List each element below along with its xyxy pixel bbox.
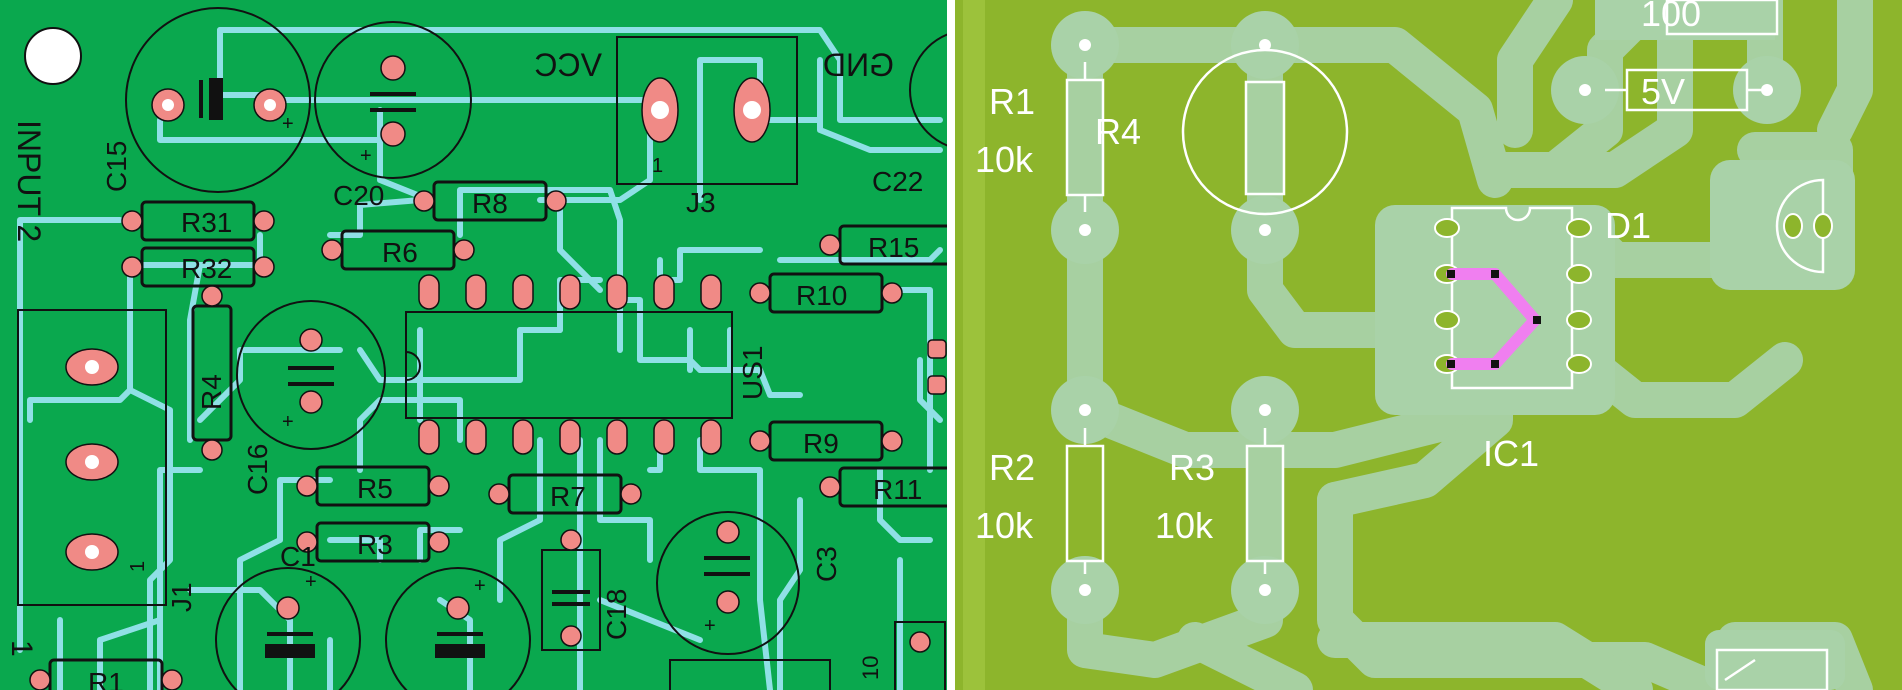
label-r3: R3 <box>1169 447 1215 488</box>
right-pcb-panel: R1 10k R4 R2 10k R3 10k D1 IC1 5V 100 <box>955 0 1902 690</box>
label-r4: R4 <box>196 374 227 410</box>
label-c20: C20 <box>333 180 384 211</box>
left-mirrored-labels: VCC GND <box>534 47 894 83</box>
c16-plus: + <box>282 411 294 433</box>
label-r1-value: 10k <box>975 139 1034 180</box>
left-silkscreen-outlines <box>17 7 947 690</box>
label-r10: R10 <box>796 280 847 311</box>
label-r10-partial: 10 <box>858 656 883 680</box>
j3-pin1-marker: 1 <box>652 155 663 177</box>
right-pcb-image: R1 10k R4 R2 10k R3 10k D1 IC1 5V 100 <box>955 0 1902 690</box>
pad-holes <box>85 99 761 559</box>
ic-us1-pads <box>418 274 722 455</box>
left-traces <box>17 27 943 690</box>
c1-plus: + <box>305 571 317 593</box>
left-small-markers: 1 + + + + + + 1 <box>127 113 716 637</box>
c2-plus: + <box>474 575 486 597</box>
label-r9: R9 <box>803 428 839 459</box>
right-pad-dots <box>1079 39 1773 596</box>
label-c1: C1 <box>280 541 316 572</box>
label-100-partial: 100 <box>1641 0 1701 34</box>
label-r11: R11 <box>873 474 922 505</box>
panel-divider <box>947 0 955 690</box>
label-r5: R5 <box>357 473 393 504</box>
label-j3: J3 <box>686 187 716 218</box>
label-pin1-left: 1 <box>5 640 38 657</box>
c20-plus: + <box>360 145 372 167</box>
c3-plus: + <box>704 615 716 637</box>
left-pcb-panel: R31 R32 R8 R6 R15 R10 R5 R3 R7 R9 R11 R1… <box>0 0 947 690</box>
label-r1: R1 <box>989 81 1035 122</box>
input-2-label: INPUT 2 <box>11 120 47 242</box>
label-r31: R31 <box>181 207 232 238</box>
label-r8: R8 <box>472 188 508 219</box>
label-r2-value: 10k <box>975 505 1034 546</box>
label-d1: D1 <box>1605 205 1651 246</box>
left-component-labels: R31 R32 R8 R6 R15 R10 R5 R3 R7 R9 R11 R1… <box>88 166 923 690</box>
right-ic-pads <box>1434 213 1833 374</box>
label-r15: R15 <box>868 232 919 263</box>
label-ic1: IC1 <box>1483 433 1539 474</box>
label-r3-value: 10k <box>1155 505 1214 546</box>
label-r32: R32 <box>181 253 232 284</box>
label-r4: R4 <box>1095 111 1141 152</box>
label-r7: R7 <box>550 481 586 512</box>
gnd-label: GND <box>823 47 894 83</box>
left-capacitor-symbols <box>199 78 750 658</box>
right-component-labels: R1 10k R4 R2 10k R3 10k D1 IC1 5V 100 <box>975 0 1701 546</box>
label-r2: R2 <box>989 447 1035 488</box>
c15-plus: + <box>282 113 294 135</box>
label-5v: 5V <box>1641 71 1685 112</box>
label-c16: C16 <box>242 444 273 495</box>
label-c22: C22 <box>872 166 923 197</box>
label-r6: R6 <box>382 237 418 268</box>
label-j1: J1 <box>166 582 197 612</box>
label-r1: R1 <box>88 667 124 690</box>
j1-pin1-marker: 1 <box>127 561 149 572</box>
label-c3: C3 <box>811 546 842 582</box>
board-edge-strip <box>963 0 985 690</box>
highlighted-trace-nodes <box>1447 270 1541 368</box>
vcc-label: VCC <box>534 47 602 83</box>
left-rotated-labels: C15 R4 C16 C3 C18 J1 US1 10 INPUT 2 1 <box>5 120 883 680</box>
mounting-hole <box>24 27 82 85</box>
label-us1: US1 <box>737 346 768 400</box>
left-pads <box>29 55 947 690</box>
label-c15: C15 <box>101 141 132 192</box>
label-c18: C18 <box>601 589 632 640</box>
left-pcb-image: R31 R32 R8 R6 R15 R10 R5 R3 R7 R9 R11 R1… <box>0 0 947 690</box>
label-r3: R3 <box>357 529 393 560</box>
